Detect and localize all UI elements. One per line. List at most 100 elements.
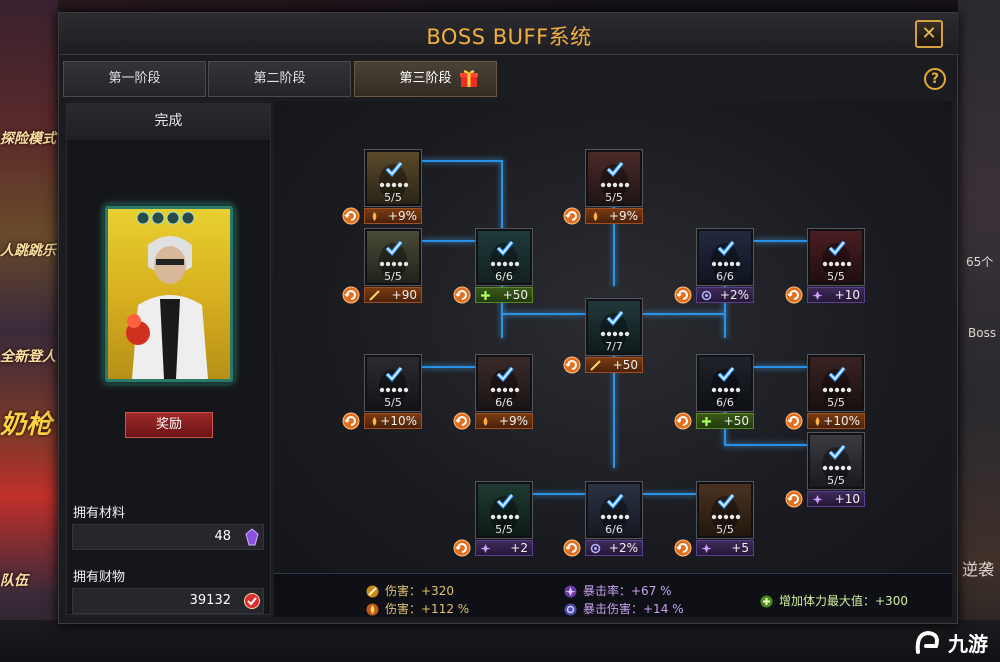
boss-skill-art-icon — [699, 231, 751, 283]
completed-check-icon — [828, 366, 846, 382]
summary-damage-pct: 伤害：+112 % — [366, 600, 469, 617]
background-tag: Boss — [968, 326, 997, 340]
boss-skill-art-icon — [699, 484, 751, 536]
close-icon: ✕ — [921, 23, 937, 44]
skill-node[interactable]: 6/6 — [475, 354, 533, 412]
background-tag: 队伍 — [0, 573, 28, 589]
upgrade-icon[interactable] — [674, 286, 692, 304]
help-button[interactable]: ? — [924, 68, 946, 90]
skill-bonus-badge: +9% — [364, 208, 422, 224]
star-rating-icon — [711, 514, 741, 520]
title-bar: BOSS BUFF系统 ✕ — [59, 13, 959, 55]
skill-node[interactable]: 6/6 — [585, 481, 643, 539]
skill-level: 5/5 — [827, 270, 845, 283]
star-rating-icon — [711, 387, 741, 393]
skill-node[interactable]: 5/5 — [585, 149, 643, 207]
skill-bonus-badge: +2% — [696, 287, 754, 303]
watermark-logo-icon: 九游 — [915, 630, 988, 656]
boss-skill-art-icon — [367, 231, 419, 283]
skill-bonus-value: +9% — [608, 209, 638, 223]
upgrade-icon[interactable] — [563, 356, 581, 374]
completed-check-icon — [496, 240, 514, 256]
skill-level: 6/6 — [716, 396, 734, 409]
completed-check-icon — [496, 493, 514, 509]
materials-field: 48 — [72, 524, 264, 550]
star-rating-icon — [822, 261, 852, 267]
materials-label: 拥有材料 — [73, 506, 126, 521]
completed-check-icon — [496, 366, 514, 382]
skill-node[interactable]: 5/5 — [807, 432, 865, 490]
skill-level: 5/5 — [827, 474, 845, 487]
skill-node[interactable]: 6/6 — [475, 228, 533, 286]
star-rating-icon — [822, 387, 852, 393]
health-cross-icon — [481, 291, 490, 300]
skill-bonus-value: +9% — [498, 414, 528, 428]
background-tag: 探险模式 — [0, 131, 56, 147]
skill-node[interactable]: 5/5 — [475, 481, 533, 539]
upgrade-icon[interactable] — [453, 412, 471, 430]
skill-level: 5/5 — [716, 523, 734, 536]
skill-level: 6/6 — [716, 270, 734, 283]
close-button[interactable]: ✕ — [915, 20, 943, 48]
completed-check-icon — [385, 161, 403, 177]
skill-node[interactable]: 7/7 — [585, 298, 643, 356]
skill-node[interactable]: 6/6 — [696, 354, 754, 412]
boss-skill-art-icon — [478, 357, 530, 409]
crit-damage-icon — [701, 290, 712, 301]
wealth-field: 39132 — [72, 588, 264, 614]
completed-check-icon — [717, 240, 735, 256]
status-header: 完成 — [67, 104, 270, 140]
skill-bonus-value: +50 — [612, 358, 638, 372]
fire-icon — [366, 603, 379, 616]
skill-node[interactable]: 5/5 — [807, 228, 865, 286]
fire-icon — [483, 417, 488, 426]
upgrade-icon[interactable] — [785, 412, 803, 430]
boss-skill-art-icon — [588, 152, 640, 204]
upgrade-icon[interactable] — [342, 286, 360, 304]
skill-node[interactable]: 5/5 — [364, 354, 422, 412]
skill-level: 5/5 — [384, 270, 402, 283]
skill-level: 6/6 — [605, 523, 623, 536]
crystal-icon — [245, 528, 259, 546]
upgrade-icon[interactable] — [674, 412, 692, 430]
boss-skill-art-icon — [810, 357, 862, 409]
crit-rate-icon — [812, 291, 823, 300]
skill-node[interactable]: 5/5 — [364, 228, 422, 286]
tab-stage-1[interactable]: 第一阶段 — [63, 61, 206, 97]
boss-skill-art-icon — [588, 484, 640, 536]
skill-level: 5/5 — [605, 191, 623, 204]
background-bottom-bar — [0, 620, 1000, 662]
upgrade-icon[interactable] — [674, 539, 692, 557]
tab-stage-3[interactable]: 第三阶段 — [354, 61, 497, 97]
skill-node[interactable]: 5/5 — [364, 149, 422, 207]
upgrade-icon[interactable] — [342, 207, 360, 225]
skill-level: 5/5 — [495, 523, 513, 536]
star-rating-icon — [600, 331, 630, 337]
completed-check-icon — [828, 444, 846, 460]
upgrade-icon[interactable] — [453, 539, 471, 557]
boss-skill-art-icon — [367, 152, 419, 204]
materials-value: 48 — [214, 529, 231, 544]
upgrade-icon[interactable] — [453, 286, 471, 304]
star-rating-icon — [490, 261, 520, 267]
skill-node[interactable]: 6/6 — [696, 228, 754, 286]
skill-node[interactable]: 5/5 — [807, 354, 865, 412]
upgrade-icon[interactable] — [785, 286, 803, 304]
fire-icon — [815, 417, 820, 426]
upgrade-icon[interactable] — [785, 490, 803, 508]
skill-node[interactable]: 5/5 — [696, 481, 754, 539]
upgrade-icon[interactable] — [342, 412, 360, 430]
upgrade-icon[interactable] — [563, 207, 581, 225]
crit-rate-icon — [701, 544, 712, 553]
star-rating-icon — [711, 261, 741, 267]
tab-stage-2[interactable]: 第二阶段 — [208, 61, 351, 97]
skill-bonus-value: +5 — [731, 541, 749, 555]
boss-buff-window: BOSS BUFF系统 ✕ 第一阶段 第二阶段 第三阶段 ? 完成 — [58, 12, 959, 624]
summary-crit-rate: 暴击率：+67 % — [564, 582, 672, 599]
upgrade-icon[interactable] — [563, 539, 581, 557]
skill-bonus-badge: +50 — [475, 287, 533, 303]
reward-button[interactable]: 奖励 — [125, 412, 213, 438]
background-tag: 奶枪 — [0, 410, 53, 440]
